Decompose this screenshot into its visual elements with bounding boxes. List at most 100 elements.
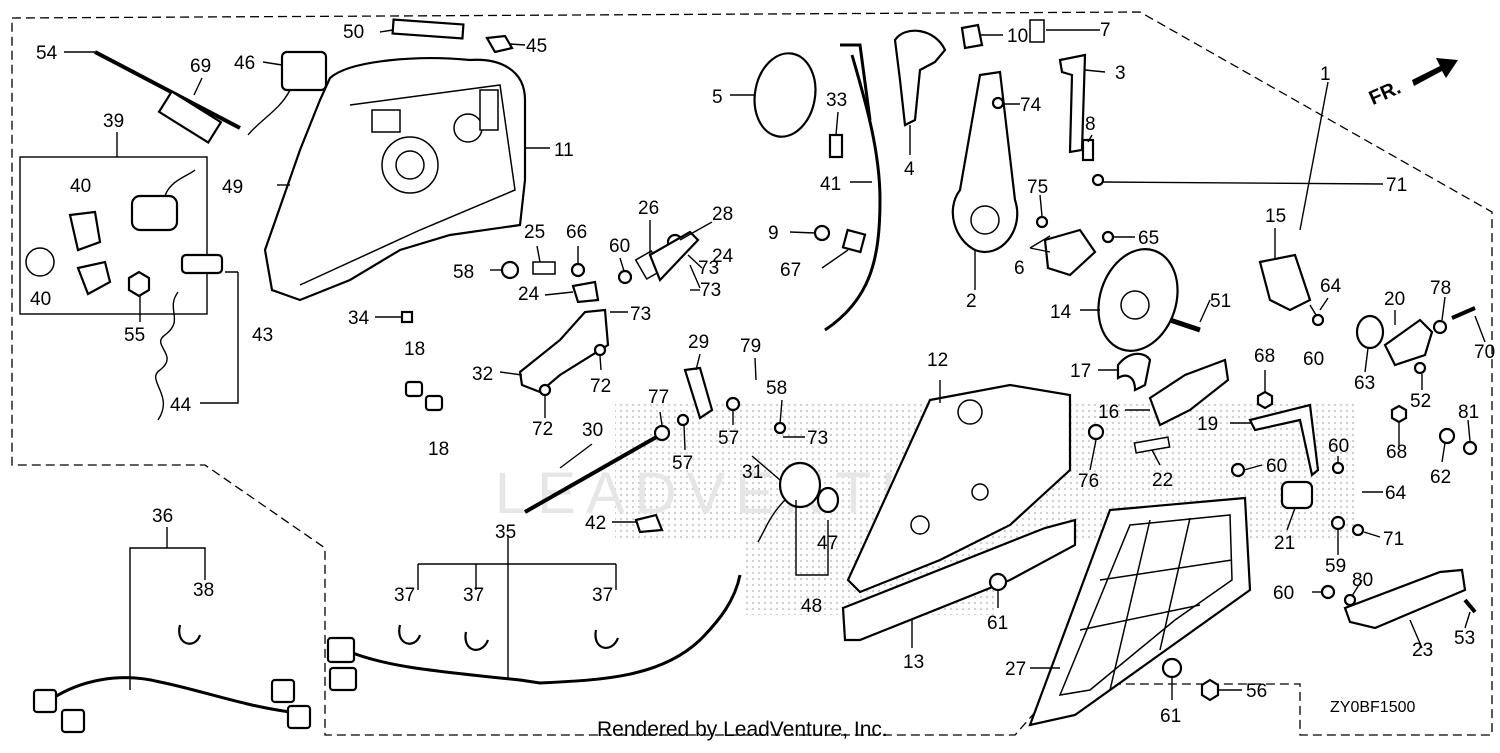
callout-60a: 60 — [609, 236, 630, 257]
callout-3: 3 — [1115, 63, 1126, 84]
callout-71a: 71 — [1386, 175, 1407, 196]
callout-73d: 73 — [698, 258, 719, 279]
callout-31: 31 — [742, 462, 763, 483]
callout-33: 33 — [826, 90, 847, 111]
callout-60c: 60 — [1328, 436, 1349, 457]
callout-41: 41 — [820, 174, 841, 195]
handle-part-4 — [893, 29, 947, 127]
bracket-part-67 — [841, 228, 867, 254]
label-plate-part-50 — [391, 18, 465, 40]
callout-58a: 58 — [453, 262, 474, 283]
callout-57b: 57 — [718, 428, 739, 449]
ball-part-66 — [570, 262, 586, 278]
washer-part-62 — [1438, 427, 1456, 445]
callout-36: 36 — [152, 506, 173, 527]
plate-part-16 — [1148, 358, 1230, 427]
callout-21: 21 — [1274, 533, 1295, 554]
callout-60d: 60 — [1266, 456, 1287, 477]
bolt-part-75 — [1035, 215, 1049, 229]
callout-60b: 60 — [1303, 349, 1324, 370]
callout-59: 59 — [1325, 556, 1346, 577]
washer-part-58a — [500, 260, 520, 280]
callout-48: 48 — [801, 596, 822, 617]
callout-77: 77 — [648, 387, 669, 408]
callout-47: 47 — [817, 533, 838, 554]
callout-18b: 18 — [428, 439, 449, 460]
group-bracket-35 — [417, 535, 617, 680]
grommet-part-47 — [816, 486, 840, 514]
callout-72b: 72 — [532, 419, 553, 440]
callout-69: 69 — [190, 56, 211, 77]
bolt-part-74 — [991, 96, 1005, 110]
callout-57a: 57 — [672, 453, 693, 474]
lever-part-29 — [683, 366, 714, 420]
assembly-frame — [11, 11, 1493, 736]
group-bracket-48 — [795, 500, 829, 576]
nut-part-56 — [1200, 678, 1220, 702]
callout-61b: 61 — [1160, 706, 1181, 727]
callout-74: 74 — [1020, 95, 1042, 116]
callout-26: 26 — [638, 198, 659, 219]
callout-30: 30 — [582, 420, 603, 441]
clip-part-18a — [404, 380, 424, 398]
group-bracket-36 — [129, 527, 206, 690]
washer-part-58b — [773, 421, 787, 435]
clamp-part-42 — [634, 513, 664, 534]
callout-64b: 64 — [1385, 483, 1407, 504]
washer-part-60b — [1311, 313, 1325, 327]
group-bracket-6 — [1029, 235, 1051, 253]
ring-part-5 — [753, 52, 817, 138]
bolt-part-76 — [1087, 423, 1105, 441]
screw-part-71a — [1091, 173, 1105, 187]
callout-73a: 73 — [700, 280, 721, 301]
callout-9: 9 — [768, 223, 779, 244]
callout-18a: 18 — [404, 339, 425, 360]
clip-part-45 — [485, 34, 514, 54]
callout-2: 2 — [966, 291, 977, 312]
cable-part-41 — [824, 54, 882, 332]
callout-39: 39 — [103, 111, 124, 132]
buzzer-part-31 — [778, 461, 822, 509]
callout-11: 11 — [554, 140, 574, 161]
washer-part-65 — [1101, 230, 1115, 244]
drawing-code: ZY0BF1500 — [1330, 699, 1415, 716]
callout-15: 15 — [1265, 206, 1286, 227]
callout-40b: 40 — [30, 289, 51, 310]
clamp-part-38 — [178, 624, 202, 645]
spring-part-7 — [1029, 19, 1045, 43]
key-part-40a — [68, 210, 102, 252]
rail-part-13 — [841, 518, 1077, 642]
callout-8: 8 — [1085, 114, 1096, 135]
callout-76: 76 — [1078, 471, 1099, 492]
pin-part-8 — [1081, 138, 1095, 162]
nut-part-77 — [653, 424, 671, 442]
bolt-part-51 — [1169, 317, 1201, 333]
callout-37c: 37 — [592, 585, 613, 606]
bolt-part-53 — [1463, 598, 1477, 614]
clip-part-18b — [424, 394, 444, 412]
callout-38: 38 — [193, 580, 214, 601]
callout-46: 46 — [234, 53, 255, 74]
callout-66: 66 — [566, 222, 587, 243]
callout-56: 56 — [1246, 681, 1267, 702]
arm-part-24b — [648, 230, 700, 283]
rod-part-30 — [524, 433, 661, 514]
cap-part-10 — [960, 23, 984, 50]
callout-63: 63 — [1354, 373, 1375, 394]
callout-55: 55 — [124, 325, 145, 346]
callout-10: 10 — [1007, 26, 1028, 47]
screw-part-52 — [1413, 361, 1427, 375]
callout-54: 54 — [36, 43, 58, 64]
washer-part-57a — [676, 413, 690, 427]
washer-part-81 — [1462, 440, 1478, 456]
bolt-part-57b — [725, 396, 741, 412]
callout-28: 28 — [712, 204, 733, 225]
footer-credit: Rendered by LeadVenture, Inc. — [597, 718, 888, 741]
callout-45: 45 — [526, 36, 547, 57]
callout-25: 25 — [524, 222, 545, 243]
washer-part-60a — [617, 269, 633, 285]
callout-70: 70 — [1474, 342, 1495, 363]
washer-part-60e — [1320, 584, 1336, 600]
wire-harness-part-36 — [49, 676, 291, 714]
